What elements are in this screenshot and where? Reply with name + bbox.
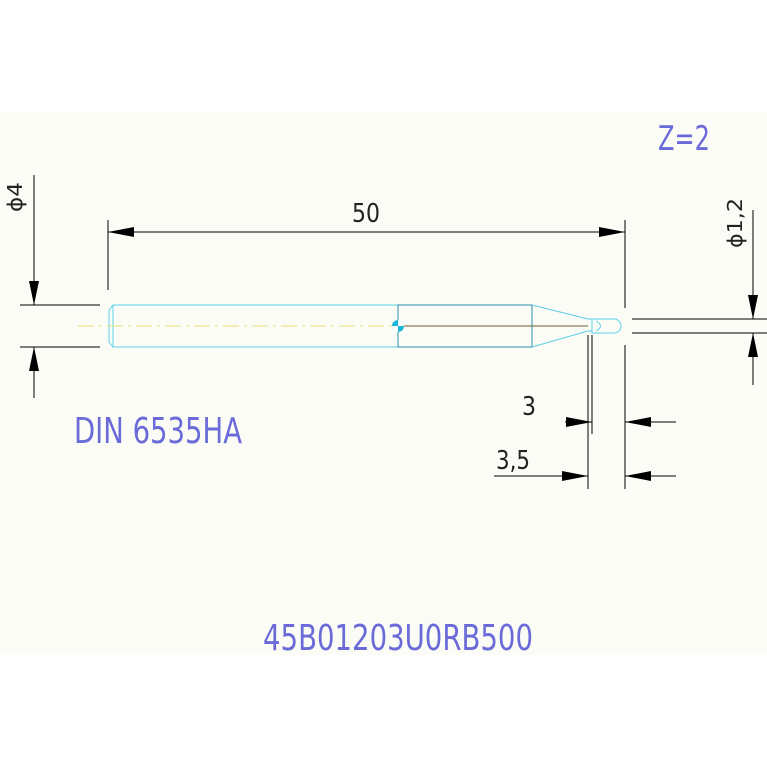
dim-3-5-label: 3,5 <box>496 446 530 476</box>
shank-diameter-label: ϕ4 <box>3 182 27 212</box>
taper-bottom <box>531 330 592 348</box>
center-mark <box>392 320 404 332</box>
dimension-arrows <box>29 227 758 481</box>
ball-diameter-label: ϕ1,2 <box>723 198 747 248</box>
overall-length-label: 50 <box>352 199 380 229</box>
sheet-background <box>0 112 767 655</box>
standard-label: DIN 6535HA <box>74 411 242 452</box>
dim-3-label: 3 <box>522 392 536 422</box>
z-label: Z=2 <box>658 119 710 159</box>
ball-tip <box>591 318 622 334</box>
taper-top <box>531 304 592 320</box>
part-number-label: 45B01203U0RB500 <box>263 618 533 659</box>
ball-flute <box>595 320 601 332</box>
